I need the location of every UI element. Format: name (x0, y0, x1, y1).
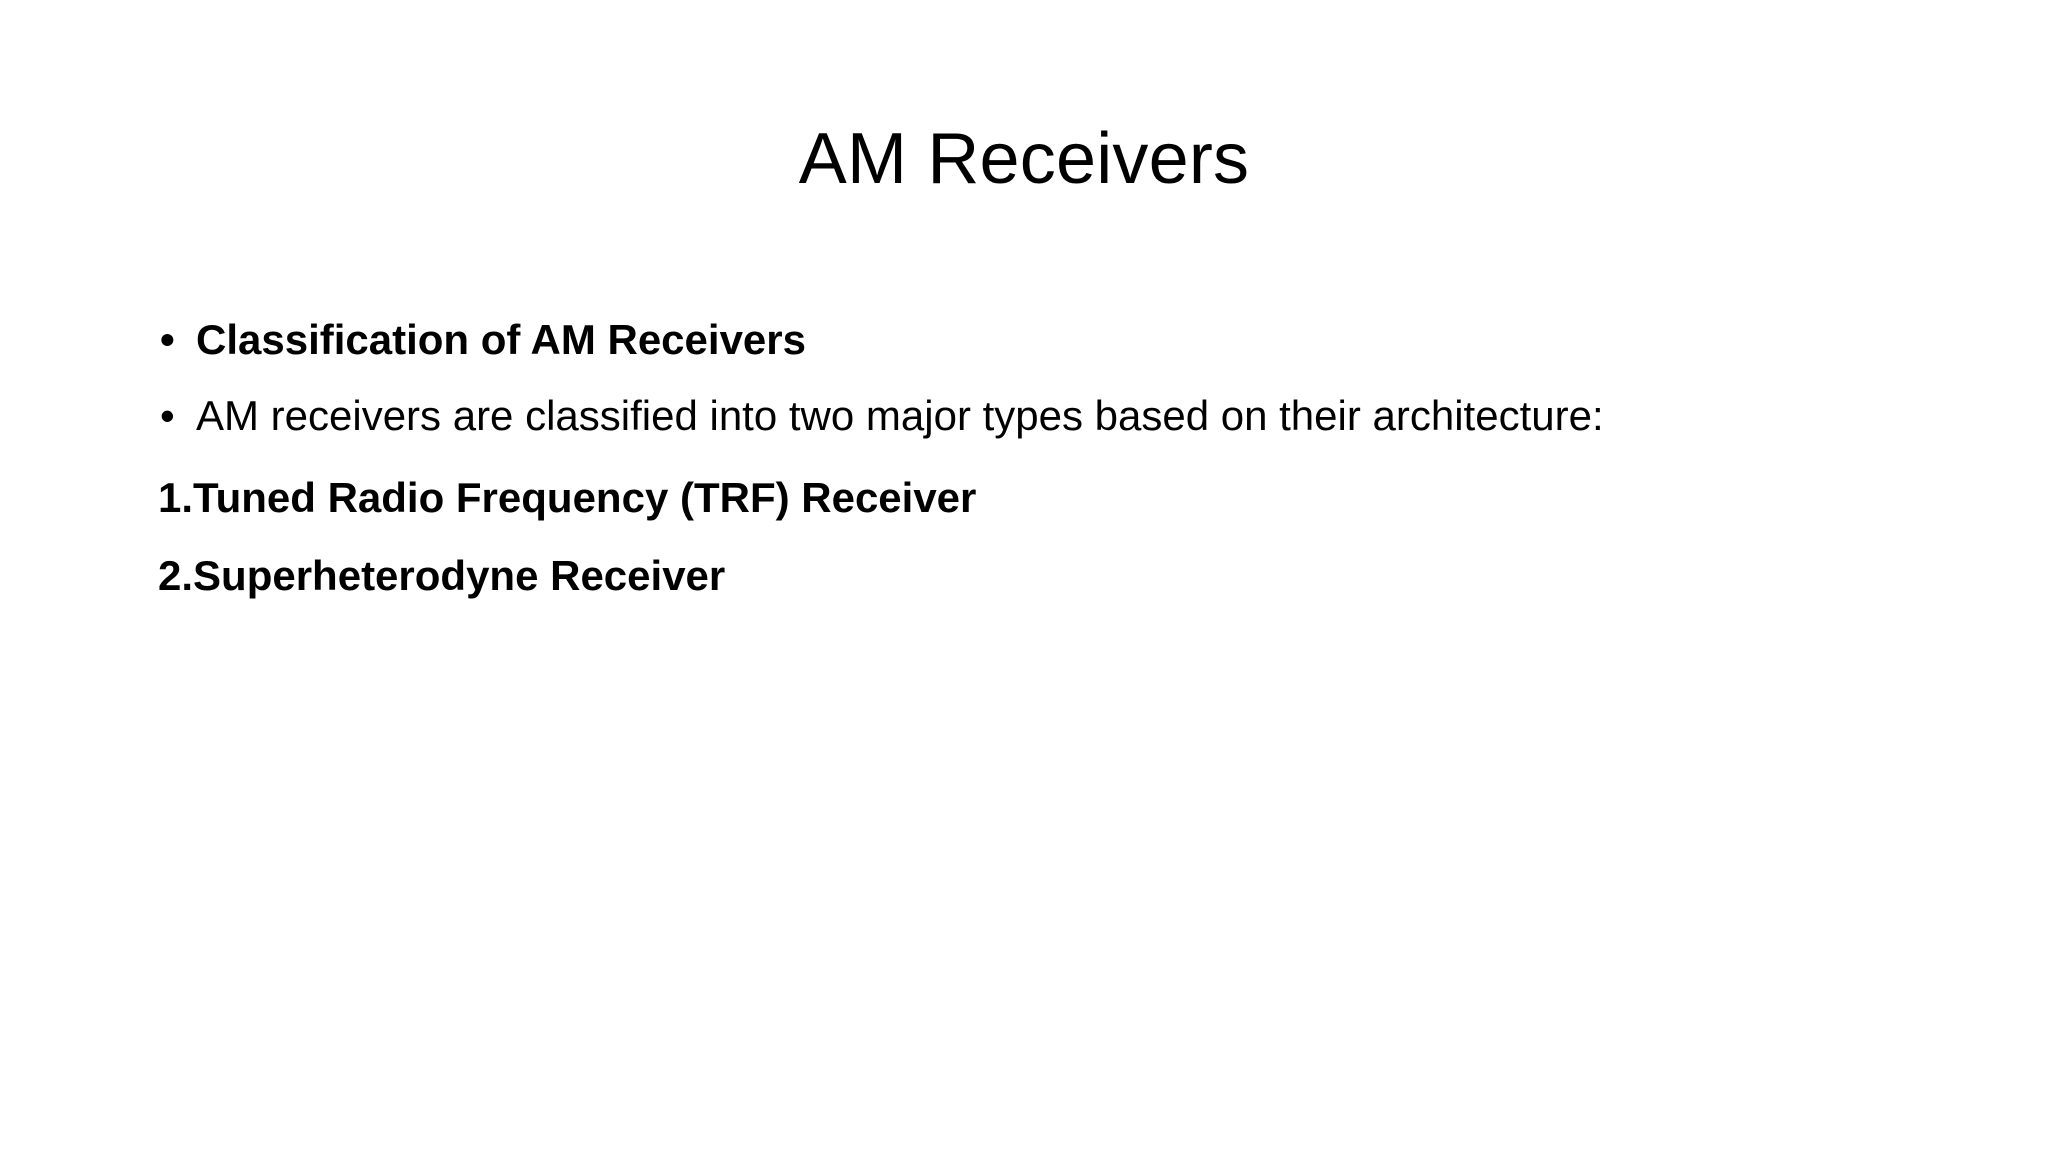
numbered-item-superheterodyne-receiver: 2.Superheterodyne Receiver (150, 548, 1910, 604)
bullet-item-label: AM receivers are classified into two maj… (196, 391, 1604, 439)
bullet-item-label: Classification of AM Receivers (196, 316, 806, 363)
slide-body: • Classification of AM Receivers • AM re… (150, 312, 1910, 603)
numbered-item-trf-receiver: 1.Tuned Radio Frequency (TRF) Receiver (150, 470, 1910, 526)
bullet-point-icon: • (160, 316, 175, 363)
list-number-marker: 1. (158, 473, 194, 521)
page-title: AM Receivers (798, 119, 1250, 199)
numbered-item-label: Tuned Radio Frequency (TRF) Receiver (193, 473, 977, 521)
list-number-marker: 2. (158, 551, 194, 599)
bullet-point-icon: • (160, 391, 175, 439)
bullet-item-intro: • AM receivers are classified into two m… (150, 388, 1910, 444)
bullet-item-classification: • Classification of AM Receivers (150, 312, 1910, 368)
numbered-item-label: Superheterodyne Receiver (193, 551, 726, 599)
